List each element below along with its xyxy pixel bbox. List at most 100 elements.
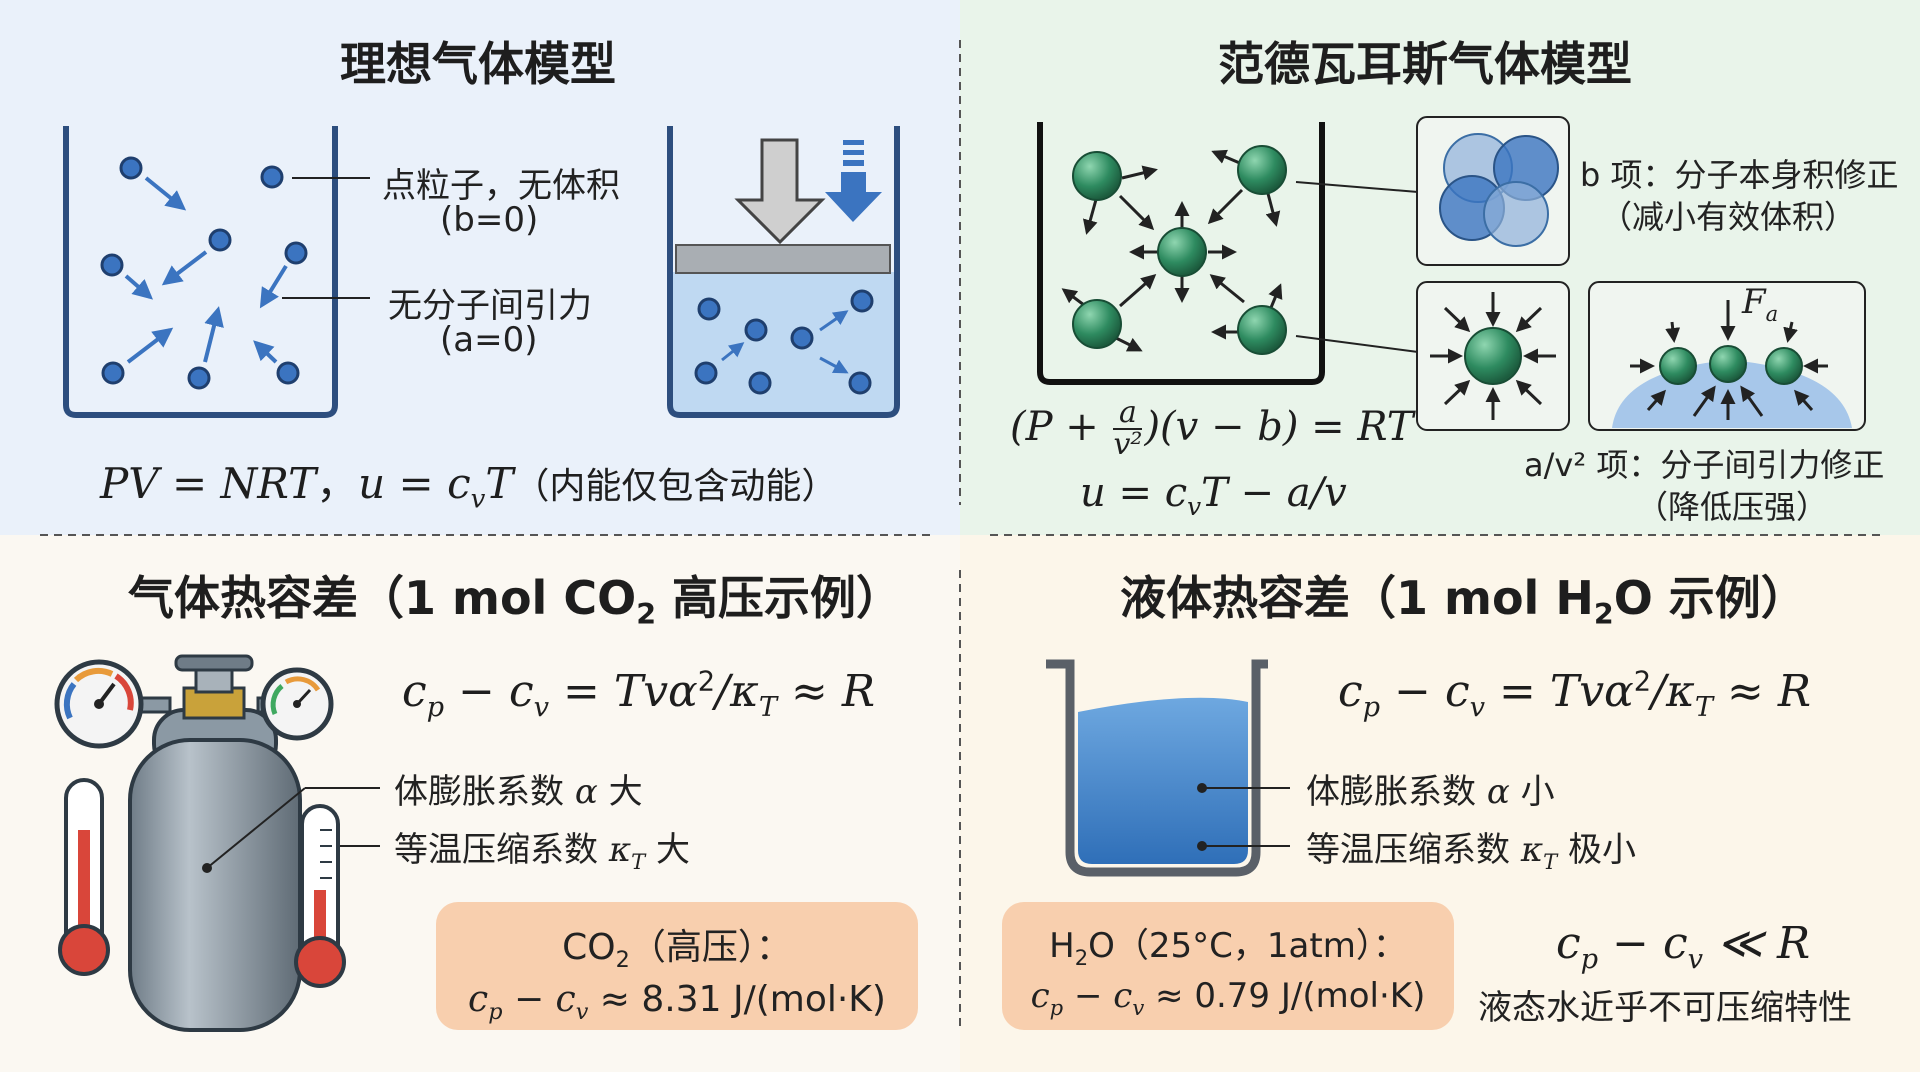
gas-equation: cp − cv = Tvα2/κT ≈ R [402,666,875,723]
gas-label-kappa-pre: 等温压缩系数 [394,830,609,870]
ideal-equation: PV = NRT，u = cvT（内能仅包含动能） [100,450,837,514]
gas-pressure-gauge-right [260,667,334,741]
liquid-title-sub: 2 [1593,598,1614,632]
gas-label-alpha-pre: 体膨胀系数 [394,772,575,812]
gas-cylinder [128,654,380,1032]
gas-eq-approx: ≈ R [777,666,875,717]
liquid-title-tail: O 示例） [1613,571,1807,625]
gas-eq-kappa-sub: T [758,691,778,723]
gas-box-cp-sub: p [488,999,503,1026]
liquid-label-alpha: 体膨胀系数 α 小 [1306,764,1555,813]
vdw-container [1037,122,1419,385]
liquid-box-line1: H2O（25°C，1atm）： [1002,918,1454,970]
ideal-container-compressed [667,126,900,418]
gas-box-co-sub: 2 [615,947,630,974]
ideal-equation-u-rhs: T [485,459,514,508]
gas-thermometer-right [294,804,346,988]
liquid-eq-rhs: = Tvα [1485,666,1634,717]
vdw-panel-bg [960,0,1920,535]
vdw-wall-box [1588,281,1866,431]
liquid-eq-kappa: /κ [1651,666,1695,717]
liquid-box-h: H [1049,926,1075,966]
liquid-rel-cv-sub: v [1687,943,1704,975]
gas-box-condition: （高压）： [629,927,792,968]
gas-box-co: CO [562,927,616,968]
ideal-label-point-particle: 点粒子，无体积 [382,166,620,206]
vdw-equation: (P + a v² )(v − b) = RT [1010,398,1413,460]
liquid-eq-sup: 2 [1633,666,1652,698]
gas-label-alpha-post: 大 [597,772,643,812]
liquid-rel-cp-sub: p [1580,943,1599,975]
liquid-box-minus: − c [1063,975,1133,1016]
vdw-attraction-box [1416,281,1570,431]
gas-eq-cp-sub: p [426,691,445,723]
vdw-eq-fraction: a v² [1113,398,1143,462]
ideal-equation-sep: ， [316,459,359,508]
gas-title-tail: 高压示例） [656,571,903,625]
gas-label-kappa-sub: T [631,848,646,874]
liquid-rel-tail: ≪ R [1703,918,1811,969]
vdw-b-term-box [1416,116,1570,266]
vdw-a-term-label: a/v² 项：分子间引力修正 [1524,446,1885,484]
liquid-relation-note: 液态水近乎不可压缩特性 [1478,988,1852,1028]
vdw-b-term-sub: （减小有效体积） [1600,198,1857,236]
liquid-label-alpha-post: 小 [1509,772,1555,812]
gas-eq-kappa: /κ [715,666,759,717]
gas-eq-cp: c [402,666,427,717]
liquid-label-kappa-sym: κ [1520,830,1544,870]
gas-label-alpha-sym: α [574,772,598,812]
liquid-rel-cp: c [1556,918,1581,969]
liquid-box-cp-sub: p [1049,994,1064,1020]
gas-box-line2: cp − cv ≈ 8.31 J/(mol·K) [436,979,918,1025]
ideal-label-no-attraction: 无分子间引力 [388,286,592,326]
gas-label-kappa-sym: κ [608,830,632,870]
gas-box-cv-sub: v [575,999,589,1026]
vdw-eq-frac-den: v² [1113,427,1143,462]
gas-result-box: CO2（高压）： cp − cv ≈ 8.31 J/(mol·K) [436,902,918,1030]
liquid-box-line2: cp − cv ≈ 0.79 J/(mol·K) [1002,976,1454,1020]
liquid-eq-cv-sub: v [1469,691,1486,723]
vdw-force-F: F [1742,282,1766,322]
gas-eq-cv-sub: v [533,691,550,723]
gas-title: 气体热容差（1 mol CO2 高压示例） [128,562,902,631]
gas-box-value: ≈ 8.31 J/(mol·K) [588,979,886,1021]
liquid-box-cp: c [1030,975,1050,1016]
liquid-label-kappa-sub: T [1543,848,1558,874]
gas-box-minus: − c [502,979,576,1021]
liquid-result-box: H2O（25°C，1atm）： cp − cv ≈ 0.79 J/(mol·K) [1002,902,1454,1030]
liquid-eq-cp-sub: p [1362,691,1381,723]
vdw-title: 范德瓦耳斯气体模型 [1218,37,1632,91]
liquid-eq-minus: − c [1380,666,1470,717]
gas-eq-rhs: = Tvα [549,666,698,717]
ideal-title: 理想气体模型 [340,37,616,91]
vdw-force-label: Fa [1742,282,1778,326]
vdw-b-term-label: b 项：分子本身积修正 [1580,156,1899,194]
vdw-eq-open: (P + [1010,404,1099,450]
gas-eq-minus: − c [444,666,534,717]
ideal-label-a: (a=0) [440,320,538,360]
vdw-a-term-sub: （降低压强） [1636,488,1829,526]
liquid-title-main: 液体热容差（1 mol H [1120,571,1594,625]
vdw-force-sub: a [1765,300,1779,326]
ideal-equation-u: u = c [358,459,471,508]
liquid-box-cv-sub: v [1132,994,1145,1020]
liquid-eq-approx: ≈ R [1713,666,1811,717]
ideal-container-open [63,126,370,418]
liquid-label-alpha-sym: α [1486,772,1510,812]
vdw-eq-rest: )(v − b) = RT [1144,404,1414,450]
liquid-label-kappa-post: 极小 [1557,830,1636,870]
liquid-label-alpha-pre: 体膨胀系数 [1306,772,1487,812]
liquid-eq-kappa-sub: T [1694,691,1714,723]
liquid-relation: cp − cv ≪ R [1556,918,1810,975]
liquid-box-condition: O（25°C，1atm）： [1088,926,1407,966]
ideal-label-b: (b=0) [440,200,539,240]
gas-title-sub: 2 [636,598,657,632]
gas-box-cp: c [468,979,489,1021]
gas-label-kappa-post: 大 [645,830,690,870]
gas-label-kappa: 等温压缩系数 κT 大 [394,822,690,874]
liquid-rel-minus: − c [1598,918,1688,969]
liquid-beaker [1046,659,1290,877]
liquid-title: 液体热容差（1 mol H2O 示例） [1120,562,1807,631]
liquid-box-h-sub: 2 [1074,944,1089,970]
vdw-equation-energy: u = cvT − a/v [1080,470,1347,521]
